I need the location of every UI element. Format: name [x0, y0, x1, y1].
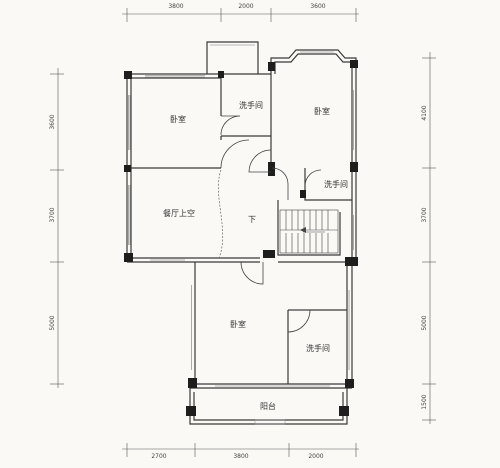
dim-top-2: 2000 [238, 3, 253, 10]
dim-left-3: 5000 [49, 315, 56, 330]
dim-bottom-3: 2000 [308, 453, 323, 460]
doors [220, 115, 322, 333]
walls [126, 41, 357, 425]
dim-top-3: 3600 [310, 3, 325, 10]
dim-bottom-2: 3800 [233, 453, 248, 460]
room-label-bedroom-3: 卧室 [230, 319, 246, 329]
room-label-dining-void: 餐厅上空 [163, 208, 195, 218]
room-label-bedroom-2: 卧室 [314, 106, 330, 116]
dimension-top [122, 8, 359, 22]
dimension-left [50, 68, 64, 388]
room-label-bathroom-3: 洗手间 [306, 343, 330, 353]
dim-right-4: 1500 [421, 394, 428, 409]
stair-down-label: 下 [248, 215, 256, 224]
dimension-right [422, 52, 436, 424]
room-label-bathroom-2: 洗手间 [324, 179, 348, 189]
staircase [279, 209, 339, 254]
room-label-balcony: 阳台 [260, 401, 276, 411]
dim-left-1: 3600 [49, 114, 56, 129]
void-edge [218, 169, 223, 259]
room-label-bedroom-1: 卧室 [170, 114, 186, 124]
balcony-railing [254, 419, 286, 425]
dim-right-1: 4100 [421, 105, 428, 120]
wall-columns [124, 60, 358, 416]
dim-bottom-1: 2700 [151, 453, 166, 460]
dim-top-1: 3800 [168, 3, 183, 10]
stair-arrow-icon [300, 227, 306, 233]
dimension-bottom [122, 443, 359, 457]
dim-right-3: 5000 [421, 315, 428, 330]
windows [128, 44, 354, 387]
room-label-bathroom-1: 洗手间 [239, 100, 263, 110]
dim-left-2: 3700 [49, 207, 56, 222]
dim-right-2: 3700 [421, 207, 428, 222]
